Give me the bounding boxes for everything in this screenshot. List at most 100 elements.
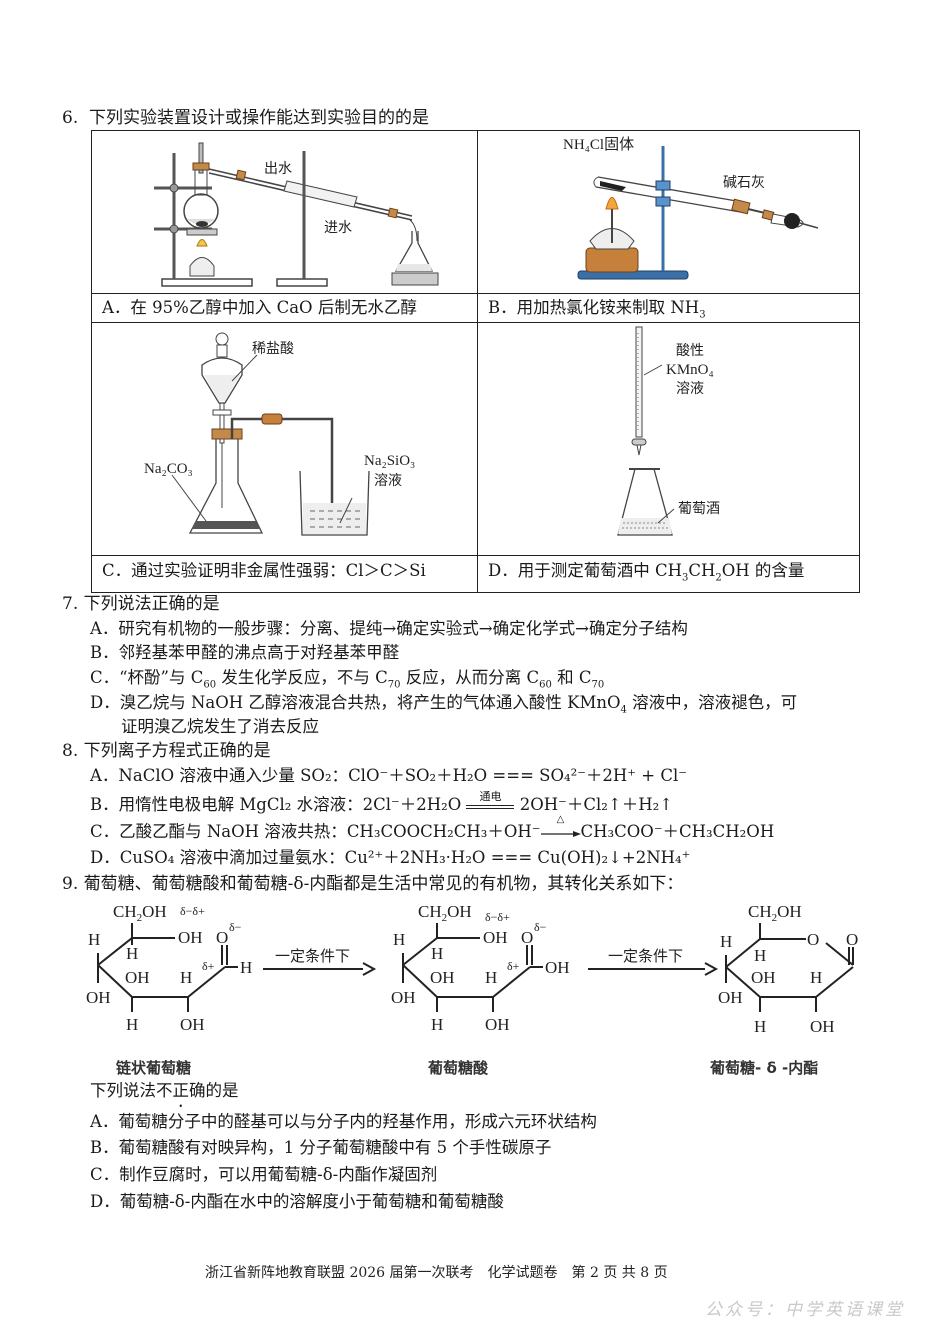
condition-label: △ (556, 813, 565, 825)
question-text: 下列离子方程式正确的是 (83, 741, 271, 761)
nh4cl-solid-label: NH₄Cl固体 (563, 136, 634, 153)
svg-text:H: H (754, 1017, 766, 1036)
caption-text: D．用于测定葡萄酒中 CH (488, 561, 682, 580)
svg-text:δ+: δ+ (507, 959, 520, 973)
text: B．用惰性电极电解 MgCl₂ 水溶液： (90, 795, 363, 814)
text: A．NaClO 溶液中通入少量 SO₂： (90, 766, 349, 785)
reaction-arrow-icon: △ (540, 814, 581, 845)
q7-option-d: D．溴乙烷与 NaOH 乙醇溶液混合共热，将产生的气体通入酸性 KMnO4 溶液… (90, 691, 797, 715)
ammonia-heating-apparatus-icon: NH₄Cl固体 碱石灰 (563, 136, 819, 280)
apparatus-c-cell: 稀盐酸 Na₂CO₃ Na₂SiO₃ 溶液 (91, 322, 478, 556)
distillation-apparatus-icon: 出水 进水 (154, 142, 439, 287)
na2sio3-label: Na₂SiO₃ (364, 453, 415, 469)
q8-option-b: B．用惰性电极电解 MgCl₂ 水溶液：2Cl⁻＋2H₂O 通电 2OH⁻＋Cl… (90, 790, 673, 817)
svg-text:δ−δ+: δ−δ+ (180, 904, 205, 918)
subscript: 2 (715, 572, 722, 584)
q7-option-a: A．研究有机物的一般步骤：分离、提纯→确定实验式→确定化学式→确定分子结构 (90, 619, 688, 638)
reaction-condition: 通电 (466, 790, 515, 809)
acidic-label: 酸性 (676, 343, 704, 359)
question-8-stem: 8. 下列离子方程式正确的是 (62, 739, 271, 763)
gas-generation-apparatus-icon: 稀盐酸 Na₂CO₃ Na₂SiO₃ 溶液 (144, 332, 415, 536)
svg-text:δ−δ+: δ−δ+ (485, 910, 510, 924)
svg-text:O: O (807, 930, 819, 949)
kmno4-label: KMnO₄ (666, 362, 714, 378)
equation: ClO⁻＋SO₂＋H₂O === SO₄²⁻＋2H⁺ + Cl⁻ (348, 766, 687, 785)
apparatus-a-cell: 出水 进水 (91, 130, 478, 294)
svg-text:H: H (431, 944, 443, 963)
condition-label: 通电 (479, 789, 502, 803)
gluconic-acid-structure: CH2OH δ−δ+ OH Oδ− δ+ OH H H OH H OH H OH (391, 902, 570, 1034)
gluconic-acid-name: 葡萄糖酸 (428, 1059, 489, 1077)
text: 溶液中，溶液褪色，可 (626, 693, 798, 712)
glucono-lactone-structure: CH2OH O O H H OH H OH H OH (718, 902, 858, 1036)
svg-text:OH: OH (810, 1017, 835, 1036)
q9-option-c: C．制作豆腐时，可以用葡萄糖-δ-内酯作凝固剂 (90, 1165, 438, 1184)
svg-text:CH2OH: CH2OH (418, 902, 472, 924)
chain-glucose-name: 链状葡萄糖 (116, 1059, 192, 1077)
caption-text: CH (688, 561, 716, 580)
svg-text:OH: OH (718, 988, 743, 1007)
question-number: 7. (62, 594, 79, 614)
question-number: 9. (62, 874, 79, 894)
in-water-label: 进水 (324, 220, 352, 236)
svg-text:O: O (521, 928, 533, 947)
apparatus-b-cell: NH₄Cl固体 碱石灰 (477, 130, 860, 294)
double-line-icon (466, 804, 515, 809)
svg-text:H: H (180, 968, 192, 987)
svg-text:OH: OH (545, 958, 570, 977)
out-water-label: 出水 (264, 161, 292, 177)
subscript: 4 (620, 704, 627, 716)
equation-left: CH₃COOCH₂CH₃＋OH⁻ (346, 822, 541, 841)
glucose-conversion-scheme: CH2OH δ−δ+ OH Oδ− δ+ H H H OH H OH H OH … (86, 902, 858, 1036)
text: 和 C (551, 668, 592, 687)
subscript: 70 (387, 679, 401, 691)
svg-text:CH2OH: CH2OH (748, 902, 802, 924)
solution-label: 溶液 (676, 381, 704, 397)
q8-option-a: A．NaClO 溶液中通入少量 SO₂：ClO⁻＋SO₂＋H₂O === SO₄… (90, 764, 687, 788)
q8-option-c: C．乙酸乙酯与 NaOH 溶液共热：CH₃COOCH₂CH₃＋OH⁻△CH₃CO… (90, 814, 775, 845)
text: 下列说法 (90, 1081, 156, 1100)
subscript: 60 (203, 679, 217, 691)
apparatus-d-cell: 酸性 KMnO₄ 溶液 葡萄酒 (477, 322, 860, 556)
q7-option-d-line2: 证明溴乙烷发生了消去反应 (121, 717, 319, 736)
svg-text:H: H (431, 1015, 443, 1034)
caption-text: OH 的含量 (721, 561, 805, 580)
question-text: 下列说法正确的是 (83, 594, 220, 614)
glucono-lactone-name: 葡萄糖- δ -内酯 (710, 1059, 819, 1077)
arrow-condition-label: 一定条件下 (275, 947, 350, 965)
svg-text:H: H (240, 958, 252, 977)
svg-text:OH: OH (86, 988, 111, 1007)
question-text: 葡萄糖、葡萄糖酸和葡萄糖-δ-内酯都是生活中常见的有机物，其转化关系如下： (83, 874, 684, 894)
question-number: 8. (62, 741, 79, 761)
svg-text:OH: OH (751, 968, 776, 987)
svg-text:H: H (126, 1015, 138, 1034)
caption-text: B．用加热氯化铵来制取 NH (488, 298, 700, 317)
equation-right: CH₃COO⁻＋CH₃CH₂OH (580, 822, 775, 841)
q9-sub-stem: 下列说法不正确的是 (90, 1079, 239, 1103)
svg-text:CH2OH: CH2OH (113, 902, 167, 924)
page-footer: 浙江省新阵地教育联盟 2026 届第一次联考 化学试题卷 第 2 页 共 8 页 (205, 1265, 668, 1281)
svg-text:δ+: δ+ (202, 959, 215, 973)
subscript: 70 (591, 679, 605, 691)
svg-text:O: O (216, 928, 228, 947)
watermark: 公众号：中学英语课堂 (705, 1300, 905, 1320)
wine-label: 葡萄酒 (678, 501, 720, 517)
emphasized-text: 不正确 (156, 1081, 206, 1100)
q8-option-d: D．CuSO₄ 溶液中滴加过量氨水：Cu²⁺＋2NH₃·H₂O === Cu(O… (90, 846, 690, 870)
equation-left: 2Cl⁻＋2H₂O (362, 795, 462, 814)
svg-text:OH: OH (430, 968, 455, 987)
svg-text:H: H (126, 944, 138, 963)
option-b-caption: B．用加热氯化铵来制取 NH3 (477, 293, 860, 323)
svg-text:O: O (846, 930, 858, 949)
q9-option-b: B．葡萄糖酸有对映异构，1 分子葡萄糖酸中有 5 个手性碳原子 (90, 1138, 552, 1157)
q7-option-c: C．“杯酚”与 C60 发生化学反应，不与 C70 反应，从而分离 C60 和 … (90, 666, 604, 690)
q9-option-d: D．葡萄糖-δ-内酯在水中的溶解度小于葡萄糖和葡萄糖酸 (90, 1192, 504, 1211)
svg-text:OH: OH (485, 1015, 510, 1034)
q7-option-b: B．邻羟基苯甲醛的沸点高于对羟基苯甲醛 (90, 643, 400, 662)
solution-label: 溶液 (374, 473, 402, 489)
svg-text:OH: OH (178, 928, 203, 947)
arrow-condition-label: 一定条件下 (608, 947, 683, 965)
svg-text:OH: OH (125, 968, 150, 987)
text: D．溴乙烷与 NaOH 乙醇溶液混合共热，将产生的气体通入酸性 KMnO (90, 693, 621, 712)
question-text: 下列实验装置设计或操作能达到实验目的的是 (89, 108, 430, 128)
